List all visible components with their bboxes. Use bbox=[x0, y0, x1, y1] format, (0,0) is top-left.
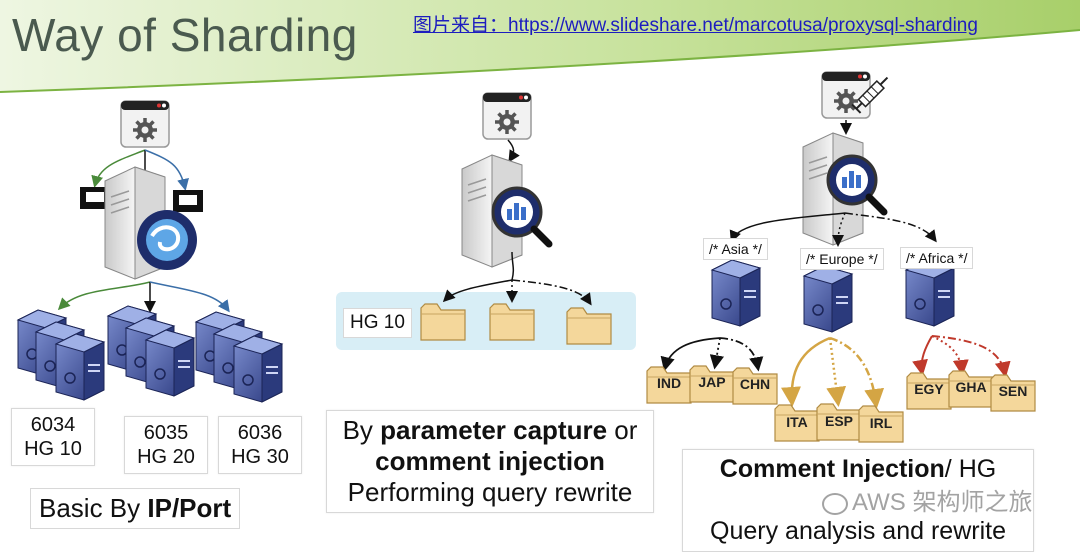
folder-label-gha: GHA bbox=[955, 379, 987, 395]
folder-label-irl: IRL bbox=[869, 415, 893, 431]
caption-parameter-capture: By parameter capture or comment injectio… bbox=[326, 410, 654, 513]
port-number: 6034 bbox=[30, 414, 76, 436]
app-gear-icon bbox=[119, 99, 171, 149]
watermark: AWS 架构师之旅 bbox=[822, 482, 1032, 517]
folder-label-jap: JAP bbox=[698, 374, 726, 390]
comment-tag-europe: /* Europe */ bbox=[800, 248, 884, 270]
hostgroup-label: HG 30 bbox=[231, 446, 289, 468]
backend-server-group-1 bbox=[17, 309, 105, 401]
europe-server-icon bbox=[803, 265, 853, 333]
caption-basic-ip-port: Basic By IP/Port bbox=[30, 488, 241, 529]
africa-server-icon bbox=[905, 259, 955, 327]
backend-server-group-3 bbox=[195, 311, 283, 403]
folder-label-chn: CHN bbox=[739, 376, 771, 392]
hostgroup-label: HG 10 bbox=[24, 438, 82, 460]
port-label-6036: 6036 HG 30 bbox=[218, 416, 302, 474]
wechat-icon bbox=[822, 492, 848, 515]
folder-label-sen: SEN bbox=[998, 383, 1028, 399]
port-number: 6035 bbox=[143, 422, 189, 444]
folder-label-ind: IND bbox=[656, 375, 682, 391]
proxysql-logo-icon bbox=[137, 210, 197, 270]
folder-label-esp: ESP bbox=[824, 413, 853, 429]
app-gear-icon bbox=[481, 91, 533, 141]
hostgroup-label: HG 10 bbox=[343, 308, 412, 338]
folder-label-ita: ITA bbox=[786, 414, 808, 430]
comment-tag-africa: /* Africa */ bbox=[900, 247, 974, 269]
hostgroup-label: HG 20 bbox=[137, 446, 195, 468]
comment-tag-asia: /* Asia */ bbox=[703, 238, 768, 260]
asia-server-icon bbox=[711, 259, 761, 327]
port-number: 6036 bbox=[237, 422, 283, 444]
page-title: Way of Sharding bbox=[12, 9, 358, 61]
backend-server-group-2 bbox=[107, 305, 195, 397]
syringe-icon bbox=[851, 76, 889, 114]
title-banner bbox=[0, 0, 1080, 93]
port-label-6034: 6034 HG 10 bbox=[11, 408, 95, 466]
port-label-6035: 6035 HG 20 bbox=[124, 416, 208, 474]
folder-label-egy: EGY bbox=[914, 381, 944, 397]
source-link[interactable]: 图片来自：https://www.slideshare.net/marcotus… bbox=[413, 15, 978, 36]
